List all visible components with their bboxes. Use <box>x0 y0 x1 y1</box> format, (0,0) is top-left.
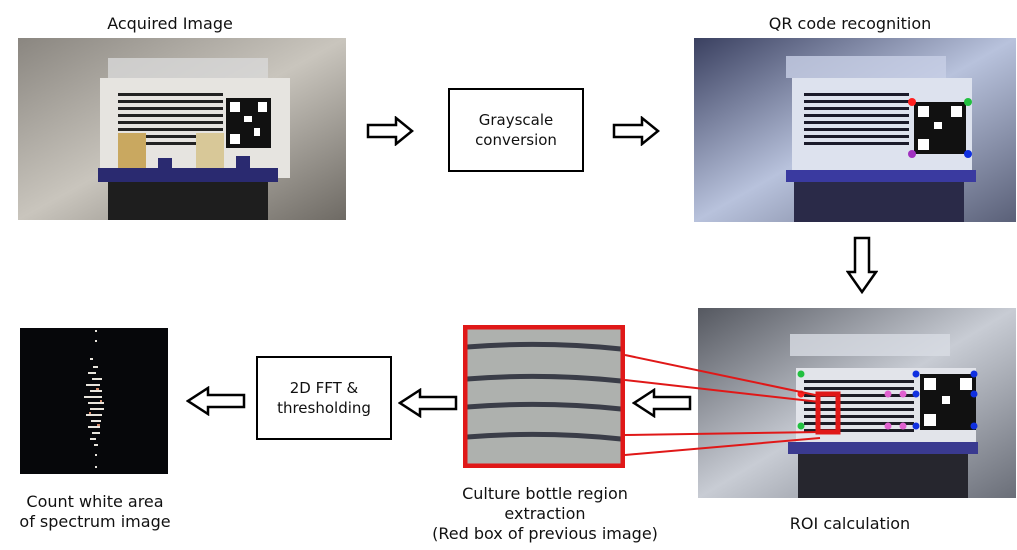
count-label-line1: Count white area <box>26 492 164 511</box>
roi-calculation-label: ROI calculation <box>789 514 911 533</box>
qr-recognition-label: QR code recognition <box>768 14 932 33</box>
acquired-image-label: Acquired Image <box>107 14 233 33</box>
arrow-right-1 <box>366 116 414 146</box>
roi-connector-lines <box>624 354 821 456</box>
grayscale-line2: conversion <box>475 131 557 149</box>
arrow-left-2 <box>398 388 458 418</box>
culture-extraction-label: Culture bottle region extraction (Red bo… <box>400 484 690 544</box>
fft-line2: thresholding <box>277 399 371 417</box>
count-white-area-label: Count white area of spectrum image <box>0 492 190 532</box>
culture-label-line2: extraction <box>504 504 586 523</box>
qr-recognition-photo <box>694 38 1016 222</box>
fft-line1: 2D FFT & <box>289 379 359 397</box>
spectrum-image <box>20 328 168 474</box>
roi-calculation-photo <box>698 308 1016 498</box>
culture-region-crop <box>463 325 625 468</box>
fft-thresholding-box: 2D FFT & thresholding <box>256 356 392 440</box>
arrow-left-3 <box>186 386 246 416</box>
acquired-image-photo <box>18 38 346 220</box>
culture-label-line3: (Red box of previous image) <box>432 524 658 543</box>
grayscale-conversion-box: Grayscale conversion <box>448 88 584 172</box>
culture-label-line1: Culture bottle region <box>462 484 628 503</box>
arrow-right-2 <box>612 116 660 146</box>
arrow-down <box>846 236 878 294</box>
grayscale-line1: Grayscale <box>478 111 554 129</box>
count-label-line2: of spectrum image <box>19 512 171 531</box>
arrow-left-1 <box>632 388 692 418</box>
